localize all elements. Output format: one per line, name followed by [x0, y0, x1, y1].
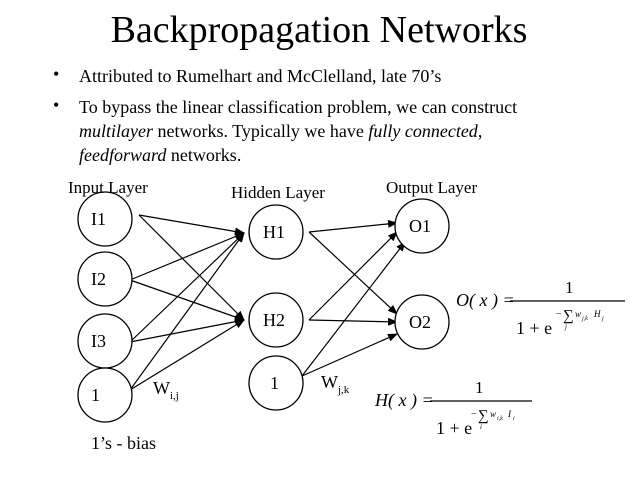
connection-arrow [129, 232, 245, 343]
connection-arrow [308, 219, 398, 233]
bullet-2-part: To bypass the linear classification prob… [79, 97, 518, 117]
input-node-bias [77, 367, 133, 423]
input-hidden-connections [129, 214, 245, 391]
hidden-node-h1 [248, 204, 304, 260]
hidden-formula-sum-index: i [480, 423, 482, 431]
weight-subscript: i,j [170, 390, 179, 402]
connection-arrow [129, 232, 245, 281]
bullet-2-part: networks. Typically we have [153, 121, 369, 141]
input-node-i1 [77, 191, 133, 247]
hidden-formula-denominator: 1 + e [436, 418, 472, 438]
node-label-bias: 1 [91, 385, 100, 405]
hidden-formula-var: I [507, 409, 512, 419]
node-label-h2: H2 [263, 310, 285, 330]
output-formula-weight-sub: j,k [581, 316, 588, 322]
hidden-formula-weight-sub: i,k [497, 416, 503, 422]
output-formula-var-sub: j [601, 316, 604, 322]
bullet-marker: • [53, 95, 60, 115]
connection-arrow [301, 241, 406, 377]
connection-arrow [129, 232, 245, 391]
weight-label-ij: Wi,j [153, 378, 179, 402]
weight-label-jk: Wj,k [321, 372, 350, 396]
connection-arrow [138, 214, 245, 321]
connection-arrow [129, 317, 245, 343]
bullet-2-part: , [477, 121, 483, 141]
output-formula-numerator: 1 [565, 278, 574, 297]
connection-arrow [138, 214, 245, 236]
output-formula-weight: w [575, 309, 581, 319]
weight-subscript: j,k [338, 384, 350, 396]
connection-arrow [129, 319, 245, 391]
output-formula: O( x ) = 1 1 + e − ∑ j w j,k H j [456, 278, 625, 338]
bullet-2-part: networks. [166, 145, 242, 165]
hidden-formula-var-sub: i [513, 416, 515, 422]
hidden-formula: H( x ) = 1 1 + e − ∑ i w i,k I i [374, 378, 532, 438]
node-label-o1: O1 [409, 216, 431, 236]
hidden-formula-lhs: H( x ) = [374, 390, 434, 411]
node-label-h1: H1 [263, 222, 285, 242]
output-formula-lhs: O( x ) = [456, 290, 515, 311]
input-node-i2 [77, 251, 133, 307]
hidden-formula-exp-sign: − [471, 409, 477, 420]
output-formula-sum-index: j [564, 323, 567, 331]
output-formula-var: H [593, 309, 601, 319]
hidden-layer-label: Hidden Layer [231, 183, 325, 202]
bullet-2-emphasis: feedforward [79, 145, 167, 165]
output-formula-denominator: 1 + e [516, 318, 552, 338]
bullet-2-text: To bypass the linear classification prob… [79, 95, 569, 167]
connection-arrow [308, 317, 398, 326]
bullet-2-emphasis: multilayer [79, 121, 153, 141]
node-label-i3: I3 [91, 331, 106, 351]
node-label-o2: O2 [409, 312, 431, 332]
output-layer-label: Output Layer [386, 178, 478, 197]
hidden-node-bias [248, 355, 304, 411]
hidden-formula-numerator: 1 [475, 378, 484, 397]
slide-title: Backpropagation Networks [110, 9, 528, 51]
hidden-formula-weight: w [490, 409, 496, 419]
connection-arrow [129, 279, 245, 321]
bias-label: 1’s - bias [91, 433, 156, 453]
node-label-i2: I2 [91, 269, 106, 289]
connection-arrow [308, 231, 398, 321]
node-label-i1: I1 [91, 209, 106, 229]
output-node-o1 [394, 198, 450, 254]
connection-arrow [301, 333, 398, 377]
output-formula-sum: ∑ [563, 308, 574, 324]
bullet-marker: • [53, 64, 60, 84]
input-layer-label: Input Layer [68, 178, 148, 197]
output-formula-exp-sign: − [556, 309, 562, 320]
weight-symbol: W [153, 378, 170, 398]
bullet-2-emphasis: fully connected [368, 121, 478, 141]
output-node-o2 [394, 294, 450, 350]
hidden-output-connections [301, 219, 406, 377]
hidden-node-h2 [248, 292, 304, 348]
connection-arrow [308, 231, 398, 315]
weight-symbol: W [321, 372, 338, 392]
node-label-hidden-bias: 1 [270, 373, 279, 393]
hidden-formula-sum: ∑ [478, 408, 489, 424]
bullet-1-text: Attributed to Rumelhart and McClelland, … [79, 66, 442, 86]
